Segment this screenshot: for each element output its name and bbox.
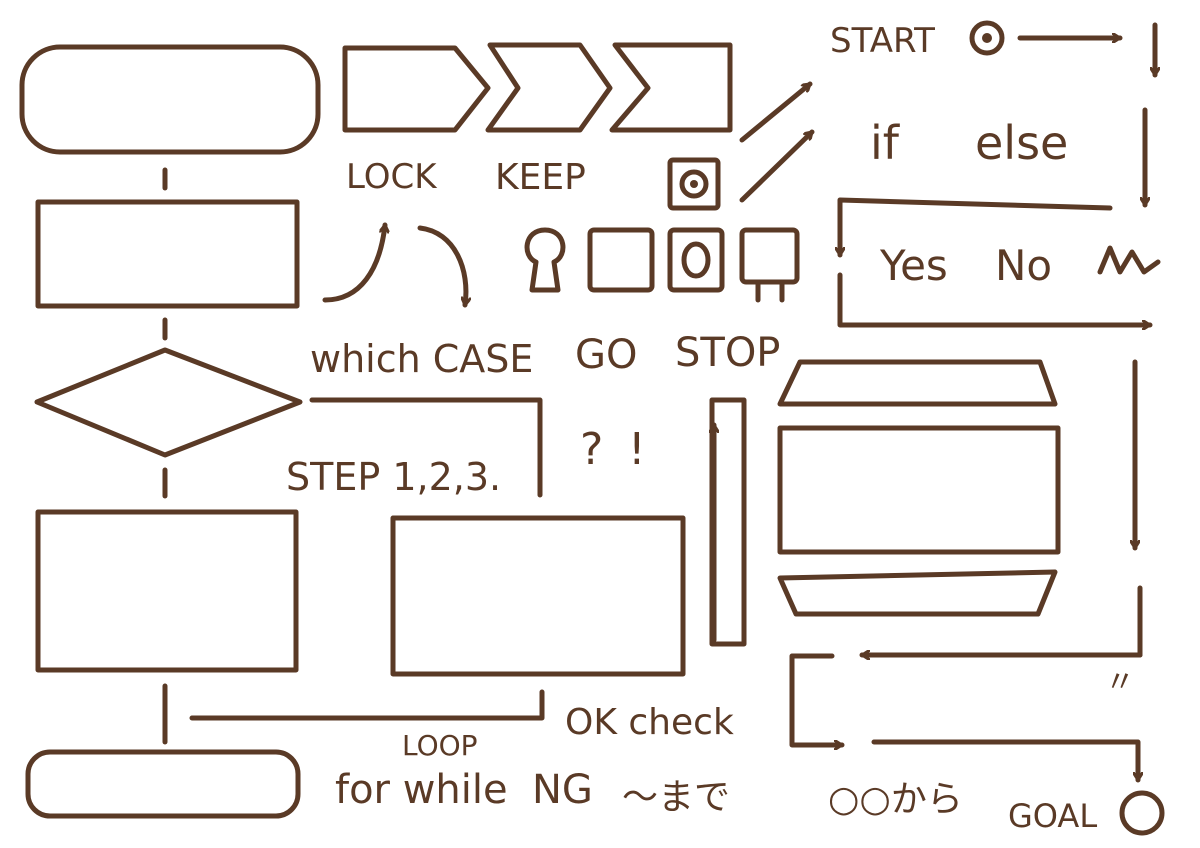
branch-connector bbox=[309, 397, 543, 498]
for-while-label: for while bbox=[335, 767, 508, 813]
arrow-icon bbox=[739, 129, 815, 203]
start-circle-icon bbox=[969, 20, 1005, 56]
lock-label: LOCK bbox=[346, 157, 437, 197]
terminator-shape bbox=[19, 44, 321, 155]
step-label: STEP 1,2,3. bbox=[286, 455, 502, 499]
start-circle-icon bbox=[690, 180, 698, 188]
go-label: GO bbox=[575, 332, 638, 378]
no-label: No bbox=[995, 241, 1053, 290]
curved-arrow-icon bbox=[417, 225, 466, 308]
process-box bbox=[35, 199, 300, 309]
chevron-shape bbox=[609, 42, 733, 133]
goal-circle-icon bbox=[1119, 790, 1165, 836]
chevron-shape bbox=[485, 42, 613, 133]
chevron-shape bbox=[342, 45, 491, 133]
stop-label: STOP bbox=[675, 330, 781, 376]
else-label: else bbox=[975, 116, 1069, 170]
repeat-mark: 〃 bbox=[1105, 665, 1135, 700]
process-box bbox=[390, 515, 686, 677]
ng-label: NG bbox=[532, 767, 593, 813]
start-circle-icon bbox=[982, 33, 992, 43]
terminator-shape bbox=[25, 749, 301, 819]
start-label: START bbox=[830, 21, 935, 61]
lock-box-icon bbox=[587, 227, 655, 293]
start-circle-icon bbox=[679, 169, 709, 199]
trapezoid-shape bbox=[777, 359, 1058, 407]
branch-connector bbox=[837, 272, 1153, 325]
display-box bbox=[777, 425, 1061, 555]
keep-label: KEEP bbox=[495, 157, 586, 198]
keep-box-icon bbox=[681, 241, 711, 279]
process-box bbox=[35, 509, 299, 673]
branch-connector bbox=[840, 197, 1113, 258]
goal-label: GOAL bbox=[1008, 797, 1098, 835]
zigzag-icon bbox=[1097, 245, 1161, 275]
kara-label: ○○から bbox=[828, 779, 963, 820]
made-label: 〜まで bbox=[622, 777, 731, 818]
arrow-icon bbox=[871, 739, 1138, 783]
trapezoid-shape bbox=[777, 569, 1058, 617]
start-circle-icon bbox=[667, 157, 721, 211]
keyhole-icon bbox=[524, 227, 566, 293]
yes-label: Yes bbox=[880, 241, 948, 290]
ok-check-label: OK check bbox=[565, 702, 734, 743]
vertical-bar-shape bbox=[709, 397, 747, 647]
which-case-label: which CASE bbox=[310, 337, 534, 381]
stop-plug-icon bbox=[739, 227, 800, 285]
loop-connector bbox=[189, 689, 545, 721]
decision-diamond bbox=[34, 347, 303, 458]
arrow-icon bbox=[739, 81, 813, 143]
curved-arrow-icon bbox=[322, 222, 385, 303]
keep-box-icon bbox=[667, 227, 725, 293]
loop-label: LOOP bbox=[402, 729, 478, 762]
question-mark: ? bbox=[580, 424, 604, 475]
if-label: if bbox=[870, 116, 899, 170]
branch-connector bbox=[789, 653, 845, 745]
exclamation-mark: ! bbox=[628, 424, 646, 475]
